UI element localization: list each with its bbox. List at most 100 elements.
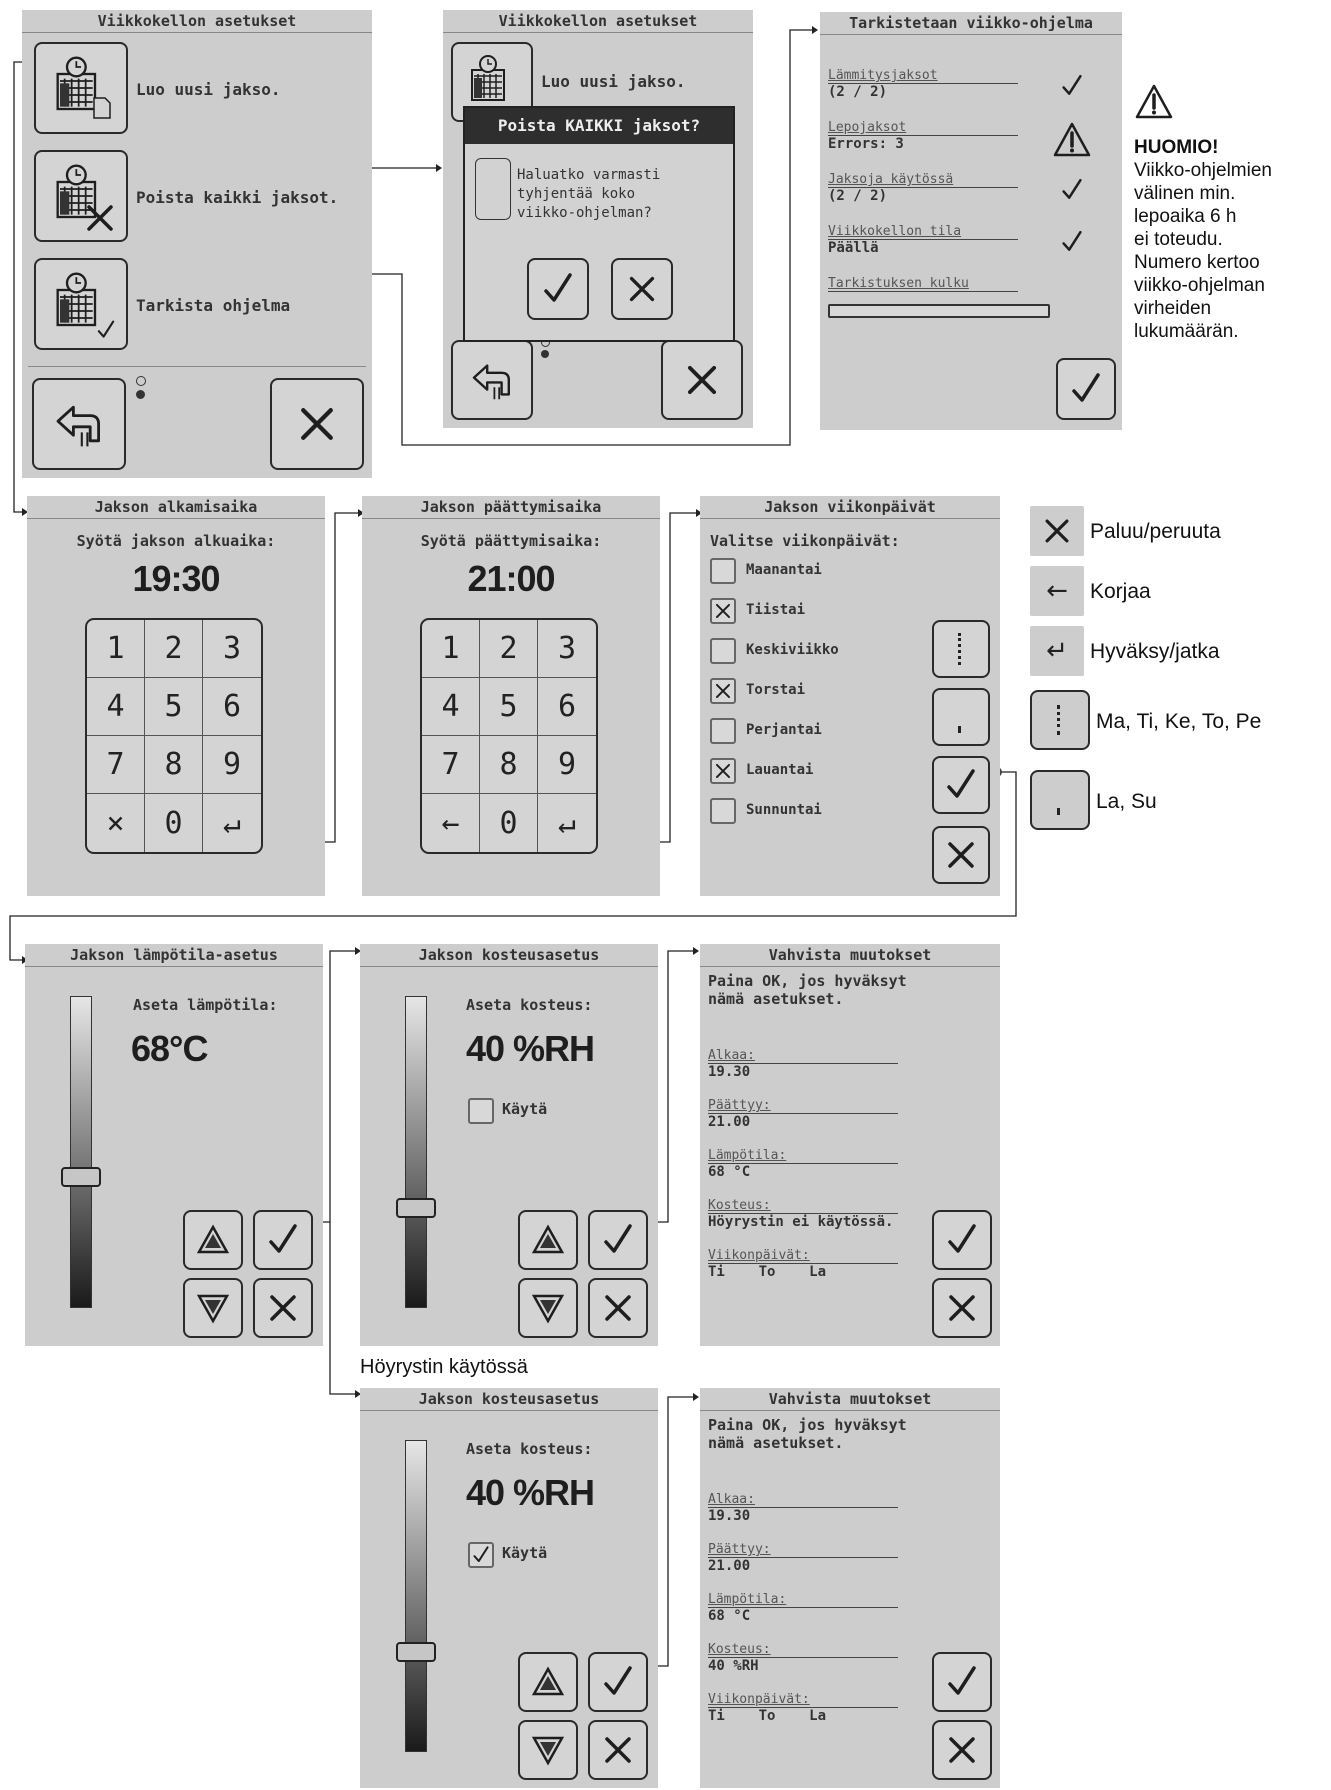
summary-end: Päättyy:21.00 xyxy=(708,1098,898,1130)
key-9[interactable]: 9 xyxy=(538,736,596,794)
warning-note: HUOMIO! Viikko-ohjelmien välinen min. le… xyxy=(1134,136,1272,343)
increase-button[interactable] xyxy=(518,1652,578,1712)
numeric-keypad: 1 2 3 4 5 6 7 8 9 ← 0 ↵ xyxy=(420,618,598,854)
cancel-button[interactable] xyxy=(932,826,990,884)
cancel-button[interactable] xyxy=(253,1278,313,1338)
key-7[interactable]: 7 xyxy=(422,736,480,794)
decrease-button[interactable] xyxy=(518,1278,578,1338)
increase-button[interactable] xyxy=(518,1210,578,1270)
key-8[interactable]: 8 xyxy=(145,736,203,794)
temperature-value: 68°C xyxy=(131,1028,208,1069)
weekday-label: Tiistai xyxy=(746,602,806,618)
confirm-changes-panel: Vahvista muutokset Paina OK, jos hyväksy… xyxy=(700,944,1000,1346)
check-program-label: Tarkista ohjelma xyxy=(136,296,291,315)
cancel-button[interactable] xyxy=(932,1278,992,1338)
temperature-slider-thumb[interactable] xyxy=(61,1166,101,1187)
ok-button[interactable] xyxy=(932,1210,992,1270)
check-program-button[interactable] xyxy=(34,258,128,350)
summary-temperature: Lämpötila:68 °C xyxy=(708,1148,898,1180)
key-6[interactable]: 6 xyxy=(538,678,596,736)
weekday-checkbox[interactable] xyxy=(710,798,736,824)
weekdays-panel: Jakson viikonpäivät Valitse viikonpäivät… xyxy=(700,496,1000,896)
panel-title: Jakson lämpötila-asetus xyxy=(25,944,323,967)
weekday-checkbox[interactable] xyxy=(710,558,736,584)
check-row: Jaksoja käytössä(2 / 2) xyxy=(828,172,1018,204)
key-8[interactable]: 8 xyxy=(480,736,538,794)
increase-button[interactable] xyxy=(183,1210,243,1270)
key-3[interactable]: 3 xyxy=(538,620,596,678)
key-0[interactable]: 0 xyxy=(480,794,538,852)
key-1[interactable]: 1 xyxy=(87,620,145,678)
check-icon xyxy=(1058,176,1086,204)
weekday-checkbox[interactable] xyxy=(710,758,736,784)
key-5[interactable]: 5 xyxy=(480,678,538,736)
back-button[interactable] xyxy=(32,378,126,470)
steamer-in-use-caption: Höyrystin käytössä xyxy=(360,1356,528,1378)
ok-button[interactable] xyxy=(932,1652,992,1712)
warning-line: lukumäärän. xyxy=(1134,321,1239,342)
delete-all-periods-button[interactable] xyxy=(34,150,128,242)
key-7[interactable]: 7 xyxy=(87,736,145,794)
key-4[interactable]: 4 xyxy=(87,678,145,736)
weekday-checkbox[interactable] xyxy=(710,598,736,624)
cancel-button[interactable] xyxy=(661,340,743,420)
use-steamer-label: Käytä xyxy=(502,1100,548,1118)
key-6[interactable]: 6 xyxy=(203,678,261,736)
key-backspace[interactable]: ← xyxy=(422,794,480,852)
create-period-button[interactable] xyxy=(34,42,128,134)
humidity-slider-track[interactable] xyxy=(405,996,427,1308)
start-time-value: 19:30 xyxy=(132,558,220,599)
key-cancel[interactable]: × xyxy=(87,794,145,852)
key-2[interactable]: 2 xyxy=(480,620,538,678)
weekday-checkbox[interactable] xyxy=(710,678,736,704)
key-2[interactable]: 2 xyxy=(145,620,203,678)
ok-button[interactable] xyxy=(588,1210,648,1270)
temperature-prompt: Aseta lämpötila: xyxy=(133,996,278,1014)
key-enter[interactable]: ↵ xyxy=(222,805,242,841)
cancel-button[interactable] xyxy=(270,378,364,470)
status-led-active xyxy=(541,350,549,358)
weekday-label: Torstai xyxy=(746,682,806,698)
ok-button[interactable] xyxy=(253,1210,313,1270)
key-1[interactable]: 1 xyxy=(422,620,480,678)
summary-temperature: Lämpötila:68 °C xyxy=(708,1592,898,1624)
confirm-button[interactable] xyxy=(527,258,589,320)
legend-label: La, Su xyxy=(1096,790,1157,813)
decrease-button[interactable] xyxy=(518,1720,578,1780)
ok-button[interactable] xyxy=(1056,358,1116,420)
cancel-button[interactable] xyxy=(588,1278,648,1338)
status-led-active xyxy=(136,390,145,399)
weekday-label: Lauantai xyxy=(746,762,814,778)
ok-button[interactable] xyxy=(588,1652,648,1712)
key-0[interactable]: 0 xyxy=(145,794,203,852)
confirm-delete-dialog: Poista KAIKKI jaksot? Haluatko varmasti … xyxy=(463,106,735,342)
use-steamer-checkbox[interactable] xyxy=(468,1098,494,1124)
check-mark-icon xyxy=(712,680,734,702)
humidity-slider-thumb[interactable] xyxy=(396,1198,436,1219)
key-3[interactable]: 3 xyxy=(203,620,261,678)
use-steamer-checkbox[interactable] xyxy=(468,1542,494,1568)
weekday-checkbox[interactable] xyxy=(710,718,736,744)
dialog-message: Haluatko varmasti tyhjentää koko viikko-… xyxy=(517,166,660,223)
humidity-slider-thumb[interactable] xyxy=(396,1642,436,1663)
use-steamer-label: Käytä xyxy=(502,1544,548,1562)
weekdays-shortcut-button[interactable] xyxy=(932,620,990,678)
ok-button[interactable] xyxy=(932,756,990,814)
cancel-dialog-button[interactable] xyxy=(611,258,673,320)
dialog-message-line: Haluatko varmasti xyxy=(517,167,661,183)
cancel-button[interactable] xyxy=(932,1720,992,1780)
cancel-button[interactable] xyxy=(588,1720,648,1780)
warning-line: viikko-ohjelman xyxy=(1134,275,1265,296)
key-5[interactable]: 5 xyxy=(145,678,203,736)
panel-title: Vahvista muutokset xyxy=(700,1388,1000,1411)
key-4[interactable]: 4 xyxy=(422,678,480,736)
weekday-checkbox[interactable] xyxy=(710,638,736,664)
weekend-shortcut-button[interactable] xyxy=(932,688,990,746)
humidity-slider-track[interactable] xyxy=(405,1440,427,1752)
numeric-keypad: 1 2 3 4 5 6 7 8 9 × 0 ↵ xyxy=(85,618,263,854)
decrease-button[interactable] xyxy=(183,1278,243,1338)
key-9[interactable]: 9 xyxy=(203,736,261,794)
back-button[interactable] xyxy=(451,340,533,420)
key-enter[interactable]: ↵ xyxy=(557,805,577,841)
temperature-slider-track[interactable] xyxy=(70,996,92,1308)
